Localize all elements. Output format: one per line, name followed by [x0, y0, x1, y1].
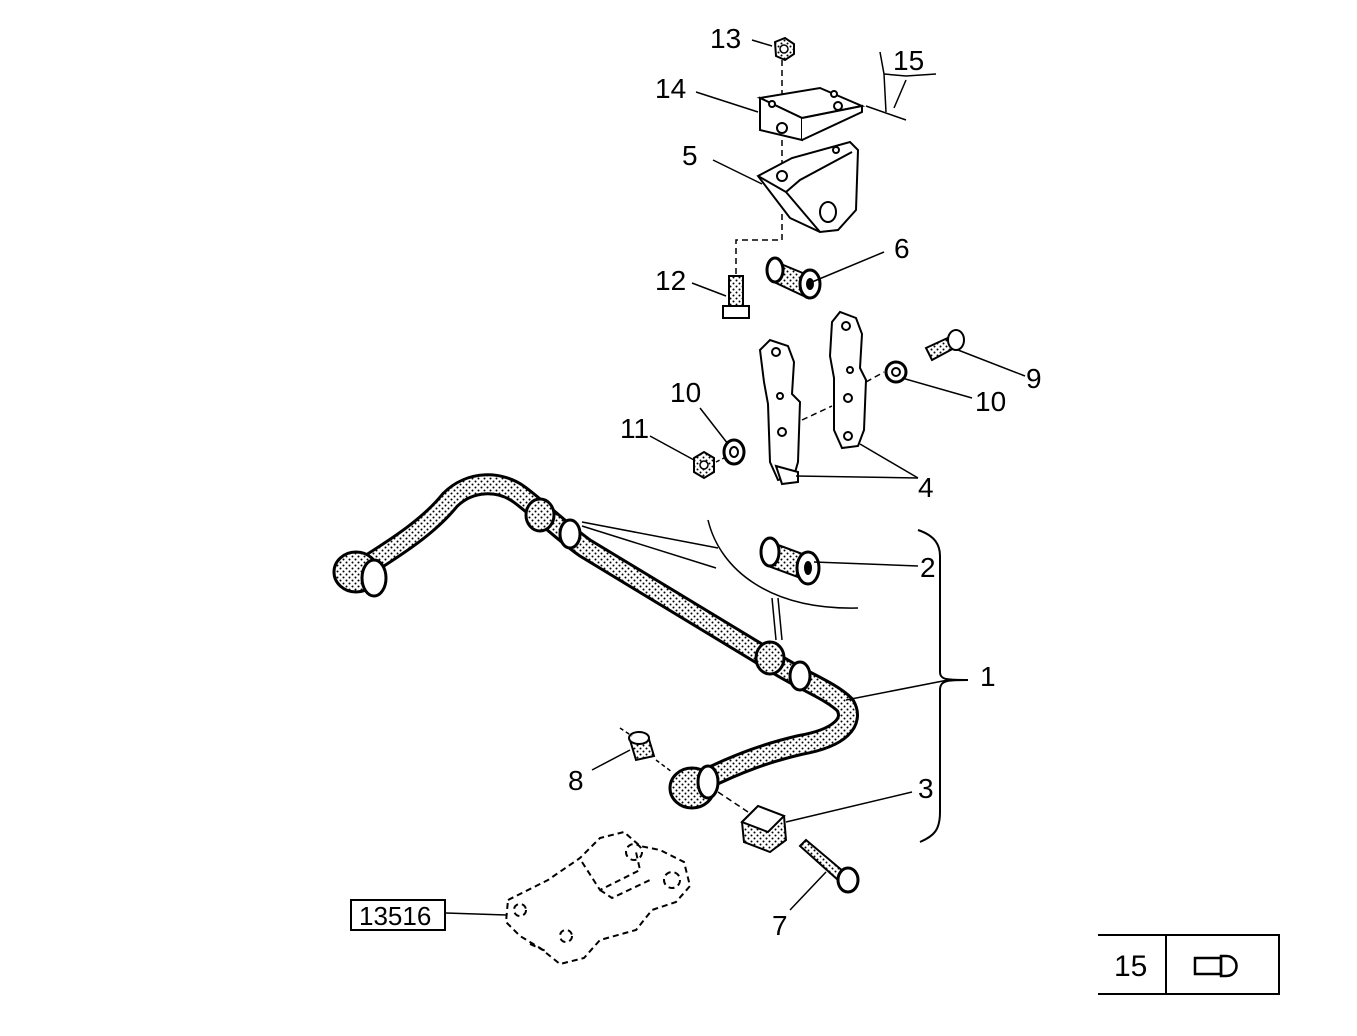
callout-9: 9	[1026, 363, 1042, 394]
bushing-part-2	[759, 536, 821, 586]
bushing-part-3	[740, 804, 788, 854]
clamp-plate-part-4b	[828, 310, 868, 450]
axis-line-8a	[619, 727, 633, 737]
callout-1: 1	[980, 661, 996, 692]
support-bracket-part-5	[756, 140, 860, 234]
legend-box: 15	[1098, 934, 1280, 995]
screw-part-9	[924, 329, 965, 362]
callout-7: 7	[772, 910, 788, 941]
nut-part-13	[773, 36, 795, 62]
callout-8: 8	[568, 765, 584, 796]
leader-lines	[445, 39, 1026, 916]
reference-label: 13516	[359, 901, 431, 931]
reference-part-13516-outline	[504, 830, 692, 966]
bolt-part-7	[798, 838, 860, 894]
callout-13: 13	[710, 23, 741, 54]
detail-leader-bottom-1	[771, 597, 777, 641]
axis-line-12	[735, 214, 783, 276]
callout-12: 12	[655, 265, 686, 296]
detail-leader-bottom-2	[777, 597, 783, 641]
detail-leader-top-1	[581, 521, 719, 549]
axis-line-11	[715, 457, 725, 463]
group-bracket	[917, 529, 969, 843]
callout-5: 5	[682, 140, 698, 171]
axis-line-4	[801, 405, 833, 421]
axis-line-8b	[655, 759, 673, 773]
legend-number: 15	[1114, 950, 1147, 983]
callout-11: 11	[620, 413, 649, 444]
callout-14: 14	[655, 73, 686, 104]
stabilizer-bar-part-1	[332, 473, 859, 810]
axis-line-9	[865, 371, 885, 383]
bolt-part-12	[722, 275, 750, 319]
washer-part-10-left	[722, 438, 746, 466]
axis-line-3	[717, 791, 749, 813]
bushing-part-6	[765, 256, 822, 300]
callout-4: 4	[918, 472, 934, 503]
detail-arc	[707, 519, 859, 609]
washer-part-10-right	[884, 360, 908, 384]
callout-10-left: 10	[670, 377, 701, 408]
callout-10-right: 10	[975, 386, 1006, 417]
callout-15: 15	[893, 45, 924, 76]
callout-3: 3	[918, 773, 934, 804]
detail-leader-top-2	[581, 525, 717, 569]
reference-box-13516[interactable]: 13516	[350, 899, 446, 931]
callout-2: 2	[920, 552, 936, 583]
clamp-plate-part-4a	[758, 338, 802, 486]
bushing-part-8	[628, 731, 656, 762]
angle-bracket-part-14	[756, 86, 866, 142]
callout-6: 6	[894, 233, 910, 264]
nut-part-11	[693, 450, 715, 480]
pin-symbol-icon	[1193, 954, 1238, 978]
